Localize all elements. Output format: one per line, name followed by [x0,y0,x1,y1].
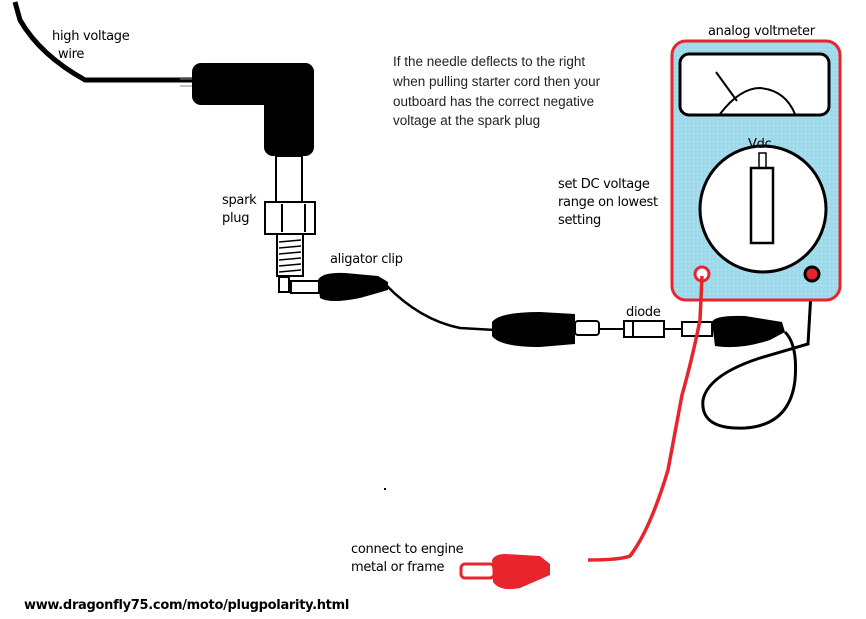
vdc-label: Vdc [748,137,772,152]
dc-setting-label: set DC voltage range on lowest setting [558,177,662,228]
aligator-clip-spark-plug [290,272,388,301]
red-lead [587,275,704,562]
spark-plug-boot [192,63,314,156]
high-voltage-wire [12,1,195,83]
spark-plug [264,155,316,293]
ground-label: connect to engine metal or frame [351,542,467,575]
range-selector-knob[interactable] [749,166,775,245]
black-lead-plug-to-diode [385,284,496,332]
analog-voltmeter [670,39,842,302]
voltmeter-label: analog voltmeter [708,24,816,39]
aligator-clip-meter-side [712,315,785,348]
aligator-clip-label: aligator clip [330,252,403,267]
instruction-note: If the needle deflects to the right when… [392,54,604,128]
high-voltage-wire-label: high voltage wire [52,29,133,62]
diode-label: diode [626,305,661,320]
red-aligator-clip-ground [459,554,550,590]
meter-scale-arc [719,86,796,115]
meter-needle [715,71,738,102]
common-terminal [803,265,821,283]
diode [623,320,713,338]
source-url: www.dragonfly75.com/moto/plugpolarity.ht… [24,598,349,613]
black-lead-to-meter [701,274,814,430]
spark-plug-label: spark plug [222,193,260,226]
aligator-clip-diode-side [492,312,625,347]
